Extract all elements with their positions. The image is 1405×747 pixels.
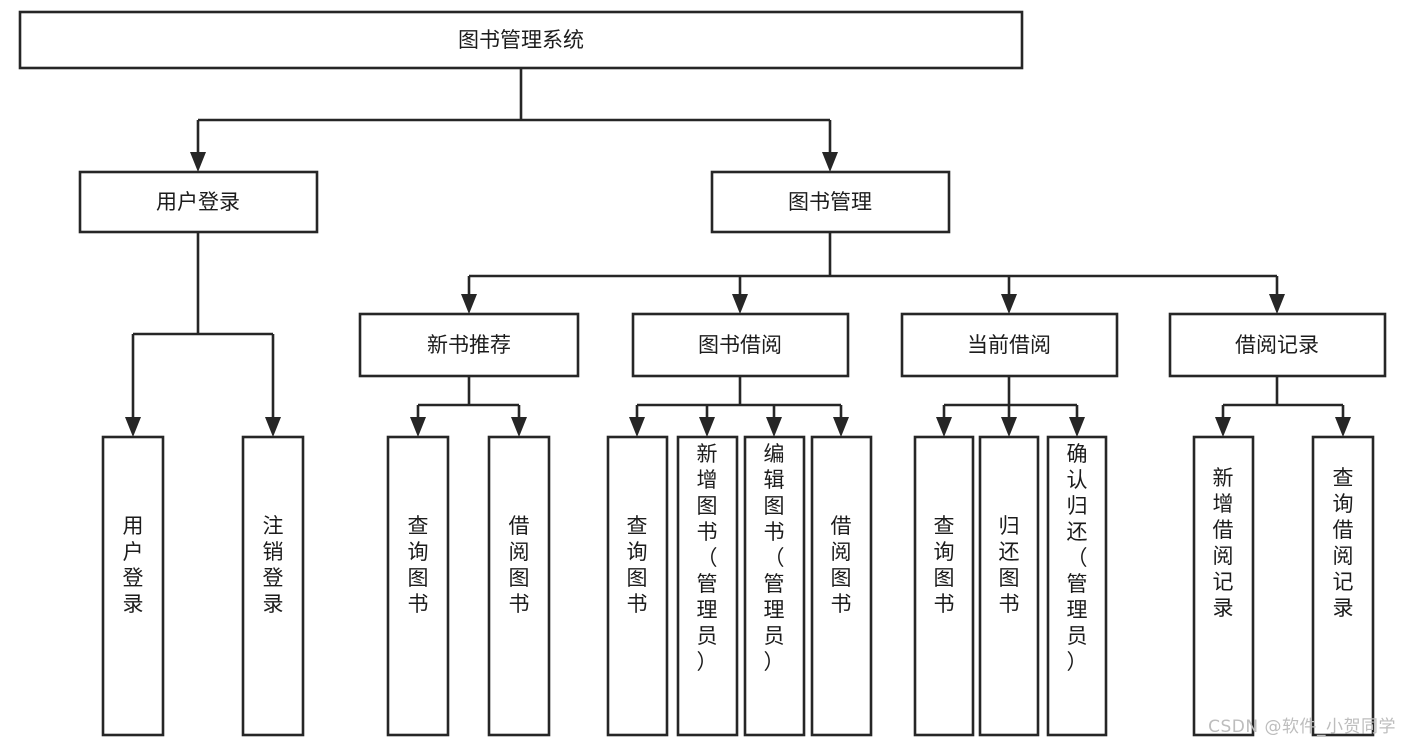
node-leaf-query-book-2[interactable]: 查询图书 [606, 435, 669, 737]
node-leaf-user-logout[interactable]: 注销登录 [241, 435, 305, 737]
node-new-book-recommend-label: 新书推荐 [427, 333, 511, 357]
node-leaf-query-record-label: 查询借阅记录 [1333, 466, 1354, 620]
node-new-book-recommend[interactable]: 新书推荐 [358, 312, 580, 378]
node-new-book-recommend-box[interactable] [358, 312, 580, 378]
node-leaf-query-book-3[interactable]: 查询图书 [913, 435, 975, 737]
csdn-watermark: CSDN @软件_小贺同学 [1208, 717, 1396, 737]
node-root[interactable]: 图书管理系统 [18, 10, 1024, 70]
node-leaf-user-login[interactable]: 用户登录 [101, 435, 165, 737]
node-leaf-query-book-2-label: 查询图书 [627, 514, 648, 616]
arrow-head-leaf-add-book [699, 417, 715, 437]
node-leaf-add-record-box[interactable] [1192, 435, 1255, 737]
node-leaf-query-record-box[interactable] [1311, 435, 1375, 737]
node-leaf-borrow-book-2[interactable]: 借阅图书 [810, 435, 873, 737]
node-leaf-edit-book[interactable]: 编辑图书（管理员） [743, 435, 806, 737]
arrow-head-leaf-user-logout [265, 417, 281, 437]
node-leaf-return-book-box[interactable] [978, 435, 1040, 737]
arrow-head-borrow-record [1269, 294, 1285, 314]
node-user-login[interactable]: 用户登录 [78, 170, 319, 234]
node-leaf-borrow-book-1[interactable]: 借阅图书 [487, 435, 551, 737]
node-root-box[interactable] [18, 10, 1024, 70]
arrow-head-leaf-user-login [125, 417, 141, 437]
node-leaf-return-book-label: 归还图书 [999, 514, 1020, 616]
node-leaf-user-login-box[interactable] [101, 435, 165, 737]
node-book-borrow[interactable]: 图书借阅 [631, 312, 850, 378]
arrow-head-leaf-query-book-1 [410, 417, 426, 437]
node-leaf-query-book-1-box[interactable] [386, 435, 450, 737]
arrow-head-new-book-recommend [461, 294, 477, 314]
arrow-head-leaf-borrow-book-2 [833, 417, 849, 437]
arrow-head-current-borrow [1001, 294, 1017, 314]
node-leaf-borrow-book-1-label: 借阅图书 [509, 514, 530, 616]
node-leaf-user-login-label: 用户登录 [123, 514, 144, 616]
arrow-head-leaf-query-book-3 [936, 417, 952, 437]
arrow-head-user-login [190, 152, 206, 172]
node-leaf-query-book-2-box[interactable] [606, 435, 669, 737]
node-leaf-return-book[interactable]: 归还图书 [978, 435, 1040, 737]
node-borrow-record[interactable]: 借阅记录 [1168, 312, 1387, 378]
node-leaf-query-book-1-label: 查询图书 [408, 514, 429, 616]
node-leaf-add-record[interactable]: 新增借阅记录 [1192, 435, 1255, 737]
node-current-borrow-box[interactable] [900, 312, 1119, 378]
node-leaf-add-book[interactable]: 新增图书（管理员） [676, 435, 739, 737]
node-leaf-user-logout-box[interactable] [241, 435, 305, 737]
node-leaf-borrow-book-1-box[interactable] [487, 435, 551, 737]
node-leaf-add-book-label: 新增图书（管理员） [697, 442, 718, 674]
node-leaf-confirm-return-label: 确认归还（管理员） [1067, 442, 1088, 674]
node-leaf-add-book-box[interactable] [676, 435, 739, 737]
node-book-manage[interactable]: 图书管理 [710, 170, 951, 234]
node-leaf-edit-book-box[interactable] [743, 435, 806, 737]
node-leaf-borrow-book-2-box[interactable] [810, 435, 873, 737]
arrow-head-leaf-return-book [1001, 417, 1017, 437]
node-borrow-record-box[interactable] [1168, 312, 1387, 378]
node-leaf-confirm-return[interactable]: 确认归还（管理员） [1046, 435, 1108, 737]
node-book-borrow-label: 图书借阅 [698, 333, 782, 357]
node-leaf-edit-book-label: 编辑图书（管理员） [764, 442, 785, 674]
node-leaf-query-record[interactable]: 查询借阅记录 [1311, 435, 1375, 737]
node-leaf-borrow-book-2-label: 借阅图书 [831, 514, 852, 616]
node-user-login-box[interactable] [78, 170, 319, 234]
node-leaf-confirm-return-box[interactable] [1046, 435, 1108, 737]
node-current-borrow[interactable]: 当前借阅 [900, 312, 1119, 378]
node-leaf-user-logout-label: 注销登录 [263, 514, 284, 616]
arrow-head-leaf-query-book-2 [629, 417, 645, 437]
arrow-head-leaf-add-record [1215, 417, 1231, 437]
arrow-head-leaf-query-record [1335, 417, 1351, 437]
node-leaf-query-book-3-box[interactable] [913, 435, 975, 737]
node-borrow-record-label: 借阅记录 [1235, 333, 1319, 357]
arrow-head-leaf-borrow-book-1 [511, 417, 527, 437]
node-leaf-add-record-label: 新增借阅记录 [1213, 466, 1234, 620]
node-root-label: 图书管理系统 [458, 28, 584, 52]
arrow-head-book-borrow [732, 294, 748, 314]
node-leaf-query-book-3-label: 查询图书 [934, 514, 955, 616]
node-book-manage-label: 图书管理 [788, 190, 872, 214]
node-book-manage-box[interactable] [710, 170, 951, 234]
arrow-head-leaf-edit-book [766, 417, 782, 437]
node-leaf-query-book-1[interactable]: 查询图书 [386, 435, 450, 737]
connector-layer [125, 68, 1351, 437]
arrow-head-book-manage [822, 152, 838, 172]
node-book-borrow-box[interactable] [631, 312, 850, 378]
node-current-borrow-label: 当前借阅 [967, 333, 1051, 357]
arrow-head-leaf-confirm-return [1069, 417, 1085, 437]
node-user-login-label: 用户登录 [156, 190, 240, 214]
